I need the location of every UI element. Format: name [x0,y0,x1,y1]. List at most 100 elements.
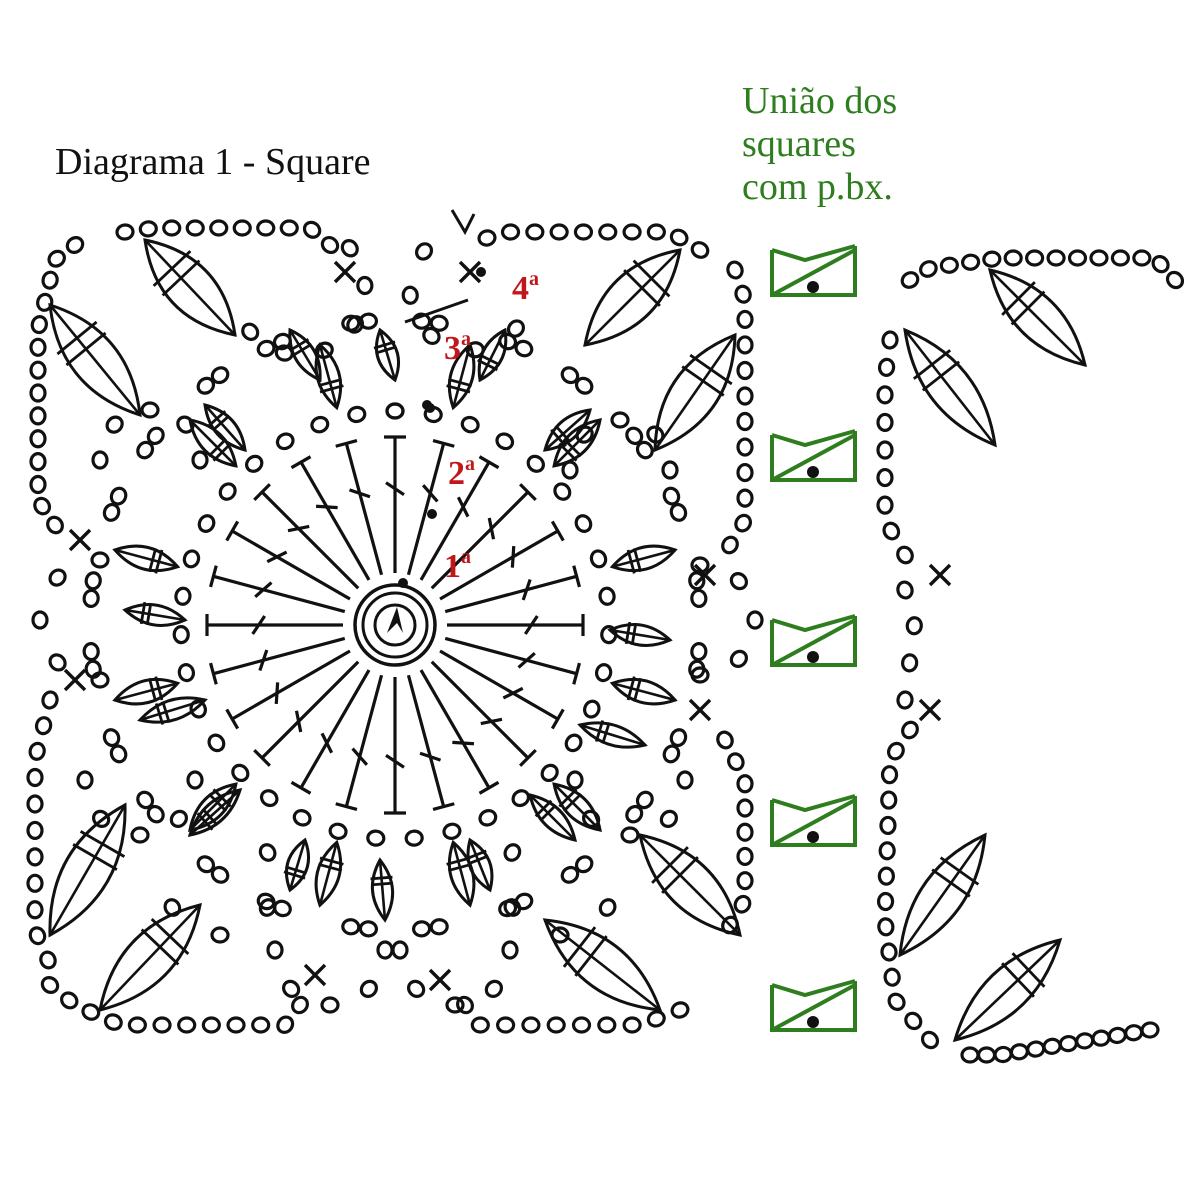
single-crochet [305,965,325,985]
cluster-petal [580,720,645,747]
chain-stitch [886,741,907,762]
chain-stitch [339,238,360,259]
chain-stitch [881,817,895,833]
chain-stitch [1027,1041,1045,1057]
chain-stitch [234,221,250,235]
chain-stitch [879,868,893,884]
chain-stitch [1043,1038,1061,1054]
chain-stitch [903,1010,924,1031]
chain-stitch [738,776,752,792]
chain-stitch [498,1018,514,1032]
slip-stitch-dot [807,281,819,293]
chain-stitch [734,284,752,304]
chain-stitch [360,921,377,936]
chain-stitch [413,921,430,936]
chain-stitch [878,442,892,458]
cluster-petal [545,410,590,450]
chain-stitch [442,822,461,840]
chain-stitch [715,730,735,751]
slip-stitch-join-icon [772,796,855,845]
cluster-petal [290,330,321,380]
chain-stitch [878,893,892,909]
chain-stitch [188,772,202,788]
chain-stitch [881,943,897,961]
round-label-2-suffix: a [465,453,475,475]
chain-stitch [230,762,251,783]
round-label-4-suffix: a [529,268,539,290]
chain-stitch [28,822,42,838]
chain-stitch [45,514,66,535]
cluster-petal [115,546,178,573]
chain-stitch [886,991,907,1012]
chain-stitch [162,897,182,918]
chain-stitch [31,454,45,470]
cluster-petal [554,420,600,466]
chain-stitch [139,221,157,237]
double-crochet [336,675,382,809]
chain-stitch [319,234,340,255]
chain-stitch [900,270,921,290]
chain-stitch [258,221,274,235]
cluster-petal [50,305,140,415]
chain-stitch [962,1048,978,1062]
chain-stitch [28,926,47,946]
slip-stitch-dot [807,1016,819,1028]
chain-stitch [612,413,628,427]
chain-stitch [403,287,418,304]
chain-stitch [367,830,384,845]
cluster-petal [374,330,399,380]
chain-stitch [882,792,896,808]
chain-stitch [979,1048,995,1062]
chain-stitch [527,225,543,239]
chain-stitch [878,414,892,430]
chain-stitch [154,1018,170,1032]
chain-stitch [414,241,435,262]
cluster-petal [284,840,309,890]
chain-stitch [168,808,189,829]
chain-stitch [31,476,45,492]
chain-stitch [568,772,582,788]
cluster-petal [125,602,185,625]
chain-stitch [589,549,607,569]
chain-stitch [738,337,752,353]
chain-stitch [994,1046,1012,1062]
chain-stitch [174,626,189,643]
chain-stitch [83,643,98,660]
chain-stitch [358,978,379,999]
union-note: União dos squares com p.bx. [742,80,897,209]
chain-stitch [142,403,158,417]
cluster-petal [990,270,1085,365]
chain-stitch [595,663,612,682]
chain-stitch [919,1029,940,1050]
chain-stitch [447,998,463,1012]
diagram-title: Diagrama 1 - Square [55,140,371,184]
chain-stitch [103,1012,123,1031]
round-label-4: 4a [512,270,539,308]
chain-stitch [1027,251,1043,265]
chain-stitch [178,663,195,682]
chain-stitch [85,572,101,590]
cluster-petal [610,622,670,645]
chain-stitch [878,497,892,513]
chain-stitch [387,404,403,418]
slip-stitch-dot [476,267,486,277]
cluster-petal [545,920,660,1010]
chain-stitch [878,387,892,403]
chain-stitch [31,431,45,447]
single-crochet [930,565,950,585]
chain-stitch [33,612,47,628]
union-note-line3: com p.bx. [742,166,897,209]
chain-stitch [525,453,546,474]
chain-stitch [39,975,60,996]
double-crochet [211,566,345,612]
chain-stitch [900,719,921,740]
chain-stitch [523,1018,539,1032]
union-note-line1: União dos [742,80,897,123]
chain-stitch [878,918,894,936]
double-crochet [211,638,345,684]
chain-stitch [212,928,228,942]
cluster-petal [316,842,343,905]
chain-stitch [179,1018,195,1032]
slip-stitch-join-icon [772,246,855,295]
chain-stitch [258,842,278,863]
